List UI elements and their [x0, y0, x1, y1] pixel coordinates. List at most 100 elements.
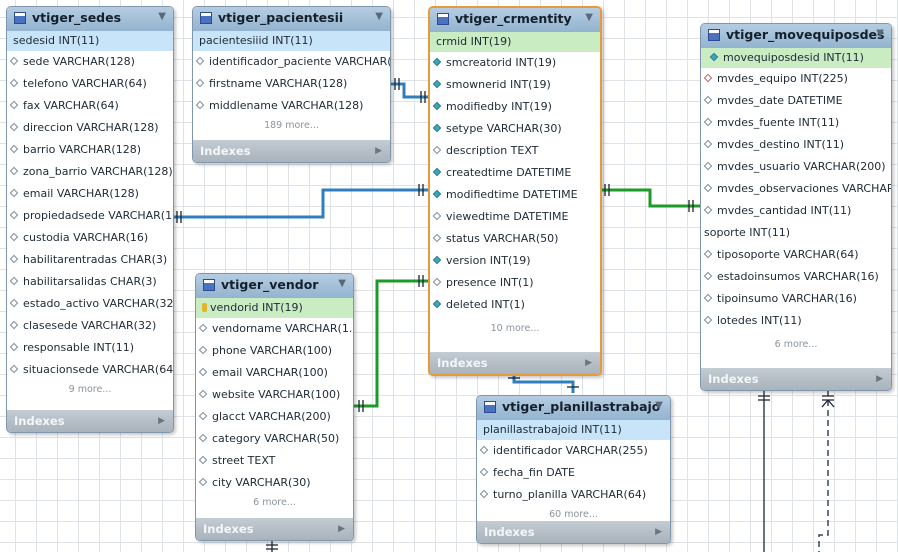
column-label: smownerid INT(19): [446, 78, 551, 91]
column-row[interactable]: fecha_fin DATE: [477, 462, 670, 484]
expand-icon[interactable]: ▶: [876, 374, 883, 384]
collapse-icon[interactable]: ▼: [655, 400, 663, 411]
column-row[interactable]: setype VARCHAR(30): [430, 118, 600, 140]
primary-key-column[interactable]: vendorid INT(19): [196, 298, 353, 318]
collapse-icon[interactable]: ▼: [338, 278, 346, 289]
column-row[interactable]: mvdes_usuario VARCHAR(200): [701, 156, 891, 178]
indexes-section[interactable]: Indexes▶: [477, 521, 670, 543]
column-row[interactable]: responsable INT(11): [7, 337, 173, 359]
table-vtiger-planillastrabajo[interactable]: vtiger_planillastrabajo ▼ planillastraba…: [476, 395, 671, 544]
expand-icon[interactable]: ▶: [158, 416, 165, 426]
column-row[interactable]: firstname VARCHAR(128): [193, 73, 390, 95]
collapse-icon[interactable]: ▼: [375, 11, 383, 22]
more-columns-label[interactable]: 6 more...: [253, 497, 296, 508]
column-row[interactable]: direccion VARCHAR(128): [7, 117, 173, 139]
column-row[interactable]: mvdes_date DATETIME: [701, 90, 891, 112]
column-row[interactable]: fax VARCHAR(64): [7, 95, 173, 117]
table-header[interactable]: vtiger_planillastrabajo ▼: [477, 396, 670, 420]
column-row[interactable]: mvdes_destino INT(11): [701, 134, 891, 156]
table-vtiger-pacientesii[interactable]: vtiger_pacientesii ▼ pacientesiiid INT(1…: [192, 6, 391, 163]
column-row[interactable]: smcreatorid INT(19): [430, 52, 600, 74]
column-row[interactable]: website VARCHAR(100): [196, 384, 353, 406]
column-row[interactable]: mvdes_fuente INT(11): [701, 112, 891, 134]
more-columns-label[interactable]: 189 more...: [264, 120, 319, 131]
column-row[interactable]: clasesede VARCHAR(32): [7, 315, 173, 337]
column-row[interactable]: street TEXT: [196, 450, 353, 472]
column-label: mvdes_date DATETIME: [717, 94, 843, 107]
column-row[interactable]: middlename VARCHAR(128): [193, 95, 390, 117]
column-row[interactable]: sede VARCHAR(128): [7, 51, 173, 73]
column-row[interactable]: modifiedby INT(19): [430, 96, 600, 118]
table-header[interactable]: vtiger_crmentity ▼: [430, 8, 600, 32]
collapse-icon[interactable]: ▼: [158, 11, 166, 22]
column-row[interactable]: createdtime DATETIME: [430, 162, 600, 184]
column-row[interactable]: tipoinsumo VARCHAR(16): [701, 288, 891, 310]
column-row[interactable]: habilitarentradas CHAR(3): [7, 249, 173, 271]
collapse-icon[interactable]: ▼: [876, 28, 884, 39]
column-row[interactable]: city VARCHAR(30): [196, 472, 353, 494]
column-row[interactable]: mvdes_observaciones VARCHAR(...: [701, 178, 891, 200]
collapse-icon[interactable]: ▼: [585, 12, 593, 23]
table-header[interactable]: vtiger_movequiposdes ▼: [701, 24, 891, 48]
column-row[interactable]: custodia VARCHAR(16): [7, 227, 173, 249]
column-row[interactable]: vendorname VARCHAR(1...: [196, 318, 353, 340]
table-vtiger-crmentity[interactable]: vtiger_crmentity ▼ crmid INT(19) smcreat…: [428, 6, 602, 376]
column-row[interactable]: smownerid INT(19): [430, 74, 600, 96]
column-row[interactable]: telefono VARCHAR(64): [7, 73, 173, 95]
column-row[interactable]: soporte INT(11): [701, 222, 891, 244]
primary-key-column[interactable]: movequiposdesid INT(11): [701, 48, 891, 68]
column-row[interactable]: zona_barrio VARCHAR(128): [7, 161, 173, 183]
primary-key-column[interactable]: crmid INT(19): [430, 32, 600, 52]
more-columns-label[interactable]: 10 more...: [490, 323, 540, 334]
nullable-column-icon: [9, 144, 19, 154]
expand-icon[interactable]: ▶: [375, 146, 382, 156]
more-columns-label[interactable]: 60 more...: [549, 509, 598, 520]
expand-icon[interactable]: ▶: [585, 358, 592, 368]
column-row[interactable]: status VARCHAR(50): [430, 228, 600, 250]
column-row[interactable]: mvdes_equipo INT(225): [701, 68, 891, 90]
table-header[interactable]: vtiger_vendor ▼: [196, 274, 353, 298]
column-row[interactable]: email VARCHAR(100): [196, 362, 353, 384]
indexes-section[interactable]: Indexes▶: [430, 352, 600, 374]
column-row[interactable]: habilitarsalidas CHAR(3): [7, 271, 173, 293]
column-label: mvdes_observaciones VARCHAR(...: [717, 182, 891, 195]
table-vtiger-sedes[interactable]: vtiger_sedes ▼ sedesid INT(11) sede VARC…: [6, 6, 174, 433]
indexes-section[interactable]: Indexes▶: [701, 368, 891, 390]
column-row[interactable]: glacct VARCHAR(200): [196, 406, 353, 428]
column-row[interactable]: tiposoporte VARCHAR(64): [701, 244, 891, 266]
primary-key-column[interactable]: sedesid INT(11): [7, 31, 173, 51]
table-header[interactable]: vtiger_sedes ▼: [7, 7, 173, 31]
column-row[interactable]: email VARCHAR(128): [7, 183, 173, 205]
column-row[interactable]: barrio VARCHAR(128): [7, 139, 173, 161]
column-row[interactable]: category VARCHAR(50): [196, 428, 353, 450]
column-row[interactable]: identificador_paciente VARCHAR(...: [193, 51, 390, 73]
column-row[interactable]: modifiedtime DATETIME: [430, 184, 600, 206]
column-row[interactable]: turno_planilla VARCHAR(64): [477, 484, 670, 506]
indexes-section[interactable]: Indexes▶: [196, 518, 353, 540]
primary-key-column[interactable]: planillastrabajoid INT(11): [477, 420, 670, 440]
table-vtiger-vendor[interactable]: vtiger_vendor ▼ vendorid INT(19) vendorn…: [195, 273, 354, 541]
column-row[interactable]: estadoinsumos VARCHAR(16): [701, 266, 891, 288]
column-row[interactable]: identificador VARCHAR(255): [477, 440, 670, 462]
column-row[interactable]: deleted INT(1): [430, 294, 600, 316]
column-row[interactable]: version INT(19): [430, 250, 600, 272]
column-row[interactable]: mvdes_cantidad INT(11): [701, 200, 891, 222]
indexes-section[interactable]: Indexes▶: [193, 140, 390, 162]
column-row[interactable]: propiedadsede VARCHAR(16): [7, 205, 173, 227]
column-row[interactable]: description TEXT: [430, 140, 600, 162]
nullable-column-icon: [703, 205, 713, 215]
more-columns-label[interactable]: 6 more...: [774, 339, 818, 350]
expand-icon[interactable]: ▶: [655, 527, 662, 537]
primary-key-column[interactable]: pacientesiiid INT(11): [193, 31, 390, 51]
table-header[interactable]: vtiger_pacientesii ▼: [193, 7, 390, 31]
indexes-section[interactable]: Indexes▶: [7, 410, 173, 432]
column-row[interactable]: lotedes INT(11): [701, 310, 891, 332]
column-row[interactable]: situacionsede VARCHAR(64): [7, 359, 173, 381]
table-vtiger-movequiposdes[interactable]: vtiger_movequiposdes ▼ movequiposdesid I…: [700, 23, 892, 391]
more-columns-label[interactable]: 9 more...: [68, 384, 112, 395]
column-row[interactable]: viewedtime DATETIME: [430, 206, 600, 228]
column-row[interactable]: phone VARCHAR(100): [196, 340, 353, 362]
column-row[interactable]: presence INT(1): [430, 272, 600, 294]
expand-icon[interactable]: ▶: [338, 524, 345, 534]
column-row[interactable]: estado_activo VARCHAR(32): [7, 293, 173, 315]
